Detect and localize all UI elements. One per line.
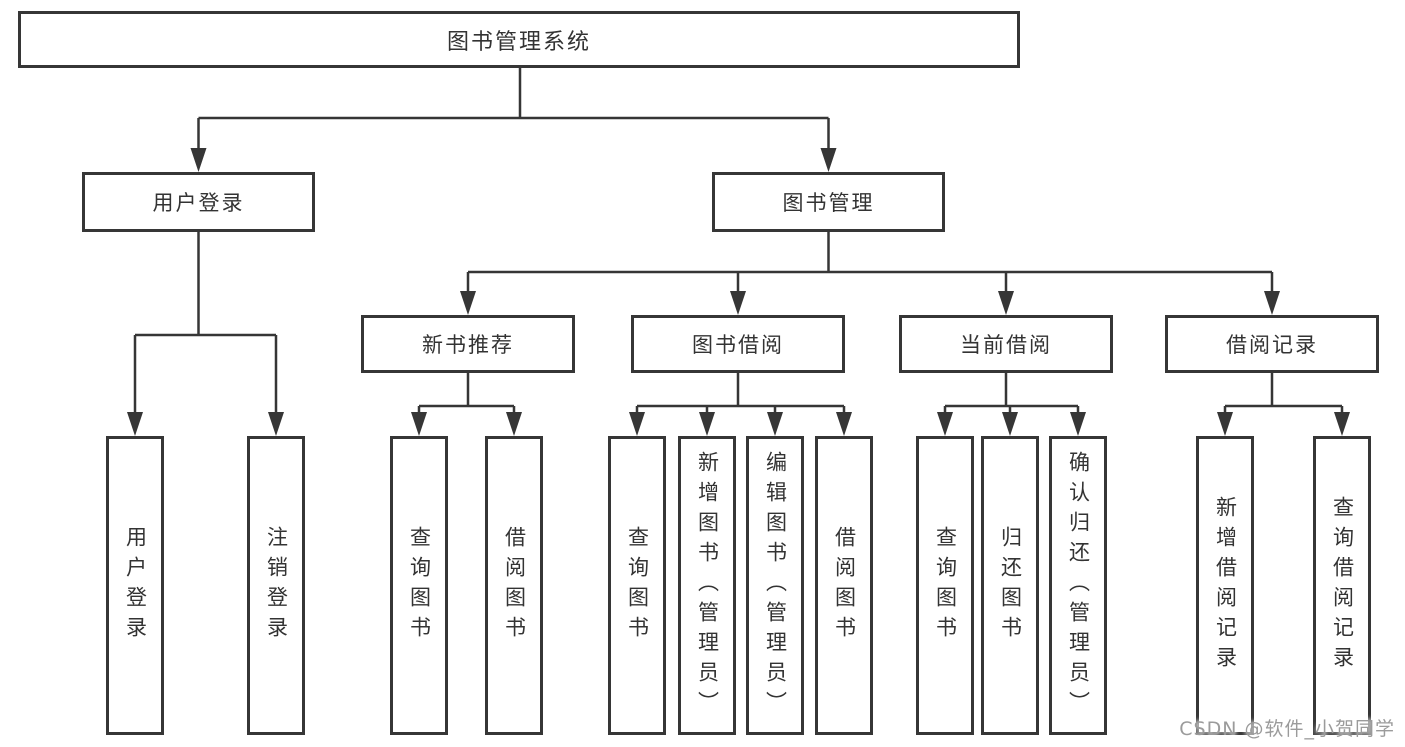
leaf-query-books-recommend: 查询图书 (390, 436, 448, 735)
node-borrowing-records: 借阅记录 (1165, 315, 1379, 373)
node-user-login-branch: 用户登录 (82, 172, 315, 232)
node-book-borrowing: 图书借阅 (631, 315, 845, 373)
leaf-confirm-return-admin: 确认归还（管理员） (1049, 436, 1107, 735)
leaf-return-books: 归还图书 (981, 436, 1039, 735)
leaf-user-login: 用户登录 (106, 436, 164, 735)
node-book-management: 图书管理 (712, 172, 945, 232)
leaf-borrow-books-borrowing: 借阅图书 (815, 436, 873, 735)
leaf-edit-books-admin: 编辑图书（管理员） (746, 436, 804, 735)
node-new-book-recommendation: 新书推荐 (361, 315, 575, 373)
leaf-borrow-books-recommend: 借阅图书 (485, 436, 543, 735)
leaf-query-borrow-record: 查询借阅记录 (1313, 436, 1371, 735)
leaf-query-books-borrowing: 查询图书 (608, 436, 666, 735)
leaf-logout: 注销登录 (247, 436, 305, 735)
watermark-text: CSDN @软件_小贺同学 (1179, 718, 1395, 740)
leaf-add-books-admin: 新增图书（管理员） (678, 436, 736, 735)
node-root: 图书管理系统 (18, 11, 1020, 68)
leaf-add-borrow-record: 新增借阅记录 (1196, 436, 1254, 735)
node-current-borrowing: 当前借阅 (899, 315, 1113, 373)
leaf-query-books-current: 查询图书 (916, 436, 974, 735)
